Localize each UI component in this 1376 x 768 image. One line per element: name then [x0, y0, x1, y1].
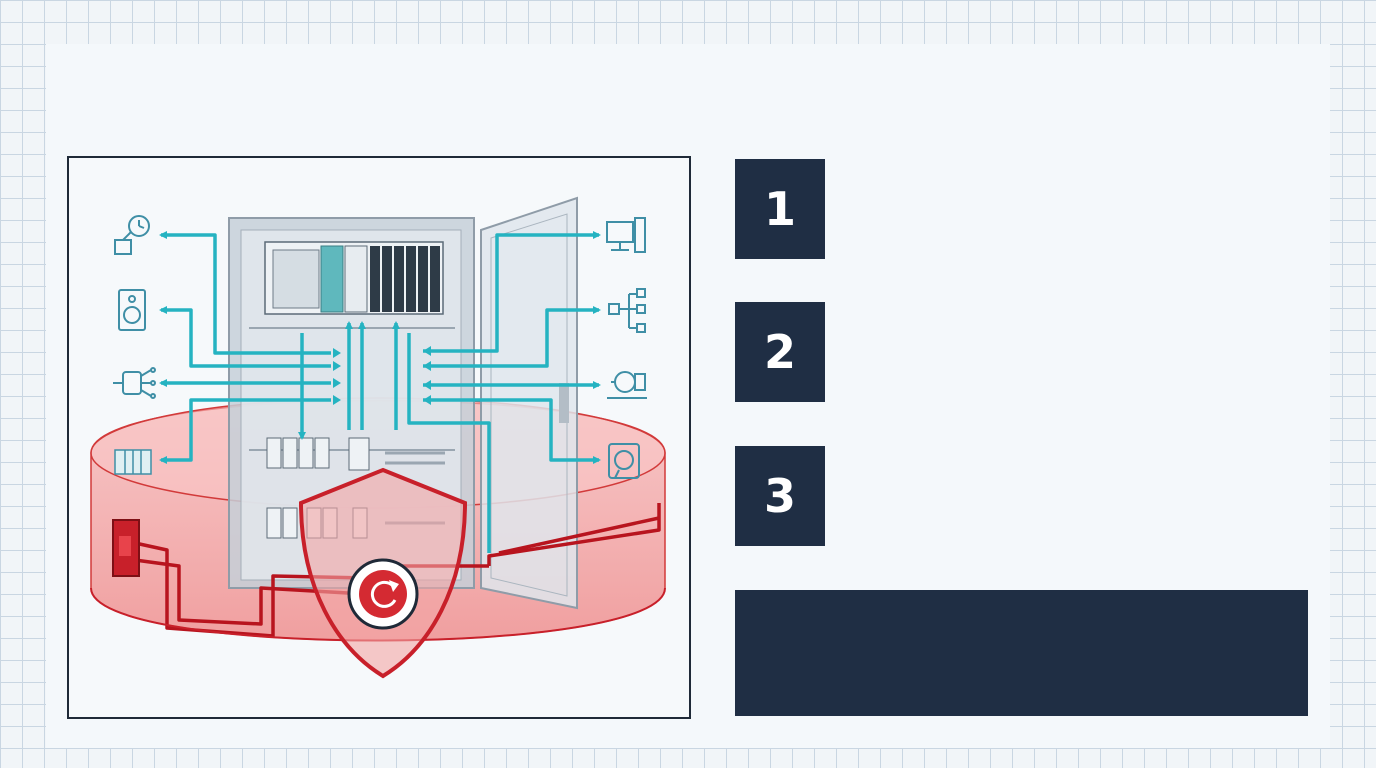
- signal-lines: [159, 231, 601, 553]
- step-1-badge: 1: [735, 159, 825, 259]
- control-cabinet-diagram: [67, 156, 691, 719]
- valve-actuator-icon: [113, 367, 156, 399]
- diagram-canvas: [90, 196, 666, 679]
- network-tree-icon: [608, 288, 646, 333]
- clock-sensor-icon: [114, 215, 150, 255]
- restart-icon: [347, 558, 419, 630]
- step-2-badge: 2: [735, 302, 825, 402]
- computer-terminal-icon: [606, 217, 646, 253]
- summary-bar: [735, 590, 1308, 716]
- safety-sensor-icon: [608, 443, 640, 479]
- control-cabinet: [228, 196, 578, 610]
- pump-motor-icon: [607, 371, 647, 399]
- io-module-icon: [114, 449, 152, 475]
- speaker-module-icon: [118, 289, 146, 331]
- step-3-badge: 3: [735, 446, 825, 546]
